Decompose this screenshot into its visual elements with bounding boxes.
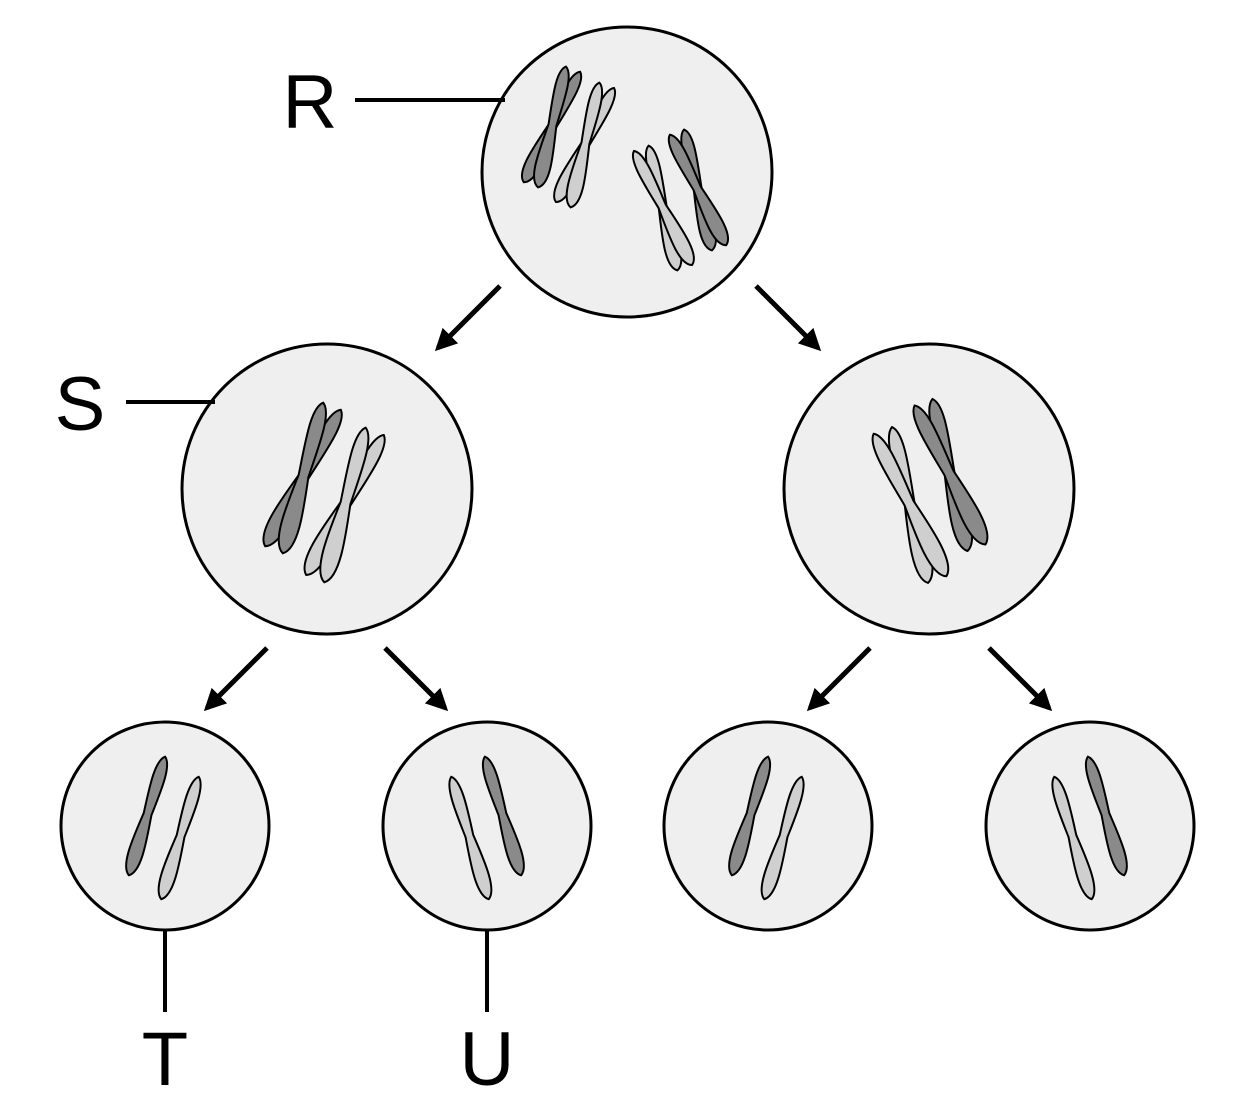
arrow-right-to-bottom-4 <box>987 646 1053 712</box>
arrow-r-to-right-cell <box>754 284 822 352</box>
chromosome <box>912 397 989 553</box>
chromosome <box>631 144 695 272</box>
chromatid <box>1084 755 1128 877</box>
chromosome <box>871 425 950 585</box>
chromatid <box>448 775 493 901</box>
chromatid <box>1051 775 1096 901</box>
arrow-right-to-bottom-3 <box>806 646 872 712</box>
label-s: S <box>55 362 106 447</box>
chromatid <box>631 149 695 267</box>
cell-bottom-3-chromosomes <box>728 755 805 901</box>
chromatid <box>125 755 169 877</box>
cell-r-chromosomes <box>521 65 729 272</box>
arrow-s-to-t <box>203 646 269 712</box>
cell-second-right-chromosomes <box>871 397 989 585</box>
arrow-r-to-s <box>434 284 502 352</box>
chromatid <box>728 755 772 877</box>
chromatid <box>481 755 525 877</box>
chromatid <box>157 775 202 901</box>
chromatid <box>912 404 989 546</box>
chromosome <box>553 81 617 209</box>
chromatid <box>533 65 570 189</box>
chromatid <box>760 775 805 901</box>
chromosome <box>521 65 583 189</box>
cell-s-chromosomes <box>262 401 386 584</box>
cell-bottom-3 <box>662 720 874 932</box>
chromosome <box>667 128 729 252</box>
label-r: R <box>283 60 338 145</box>
chromosome <box>262 401 343 555</box>
cell-t <box>59 720 271 932</box>
cell-t-chromosomes <box>125 755 202 901</box>
chromatid <box>871 432 950 578</box>
arrow-s-to-u <box>383 646 449 712</box>
chromatid <box>319 426 370 584</box>
chromatid <box>277 401 327 555</box>
chromatid <box>565 81 604 209</box>
chromosome <box>303 426 386 584</box>
cell-u-chromosomes <box>448 755 525 901</box>
cell-bottom-4 <box>984 720 1196 932</box>
cell-s <box>180 342 474 636</box>
label-u: U <box>460 1017 515 1102</box>
label-t: T <box>142 1017 188 1102</box>
cell-bottom-4-chromosomes <box>1051 755 1128 901</box>
cell-second-right <box>782 342 1076 636</box>
chromatid <box>667 133 729 247</box>
